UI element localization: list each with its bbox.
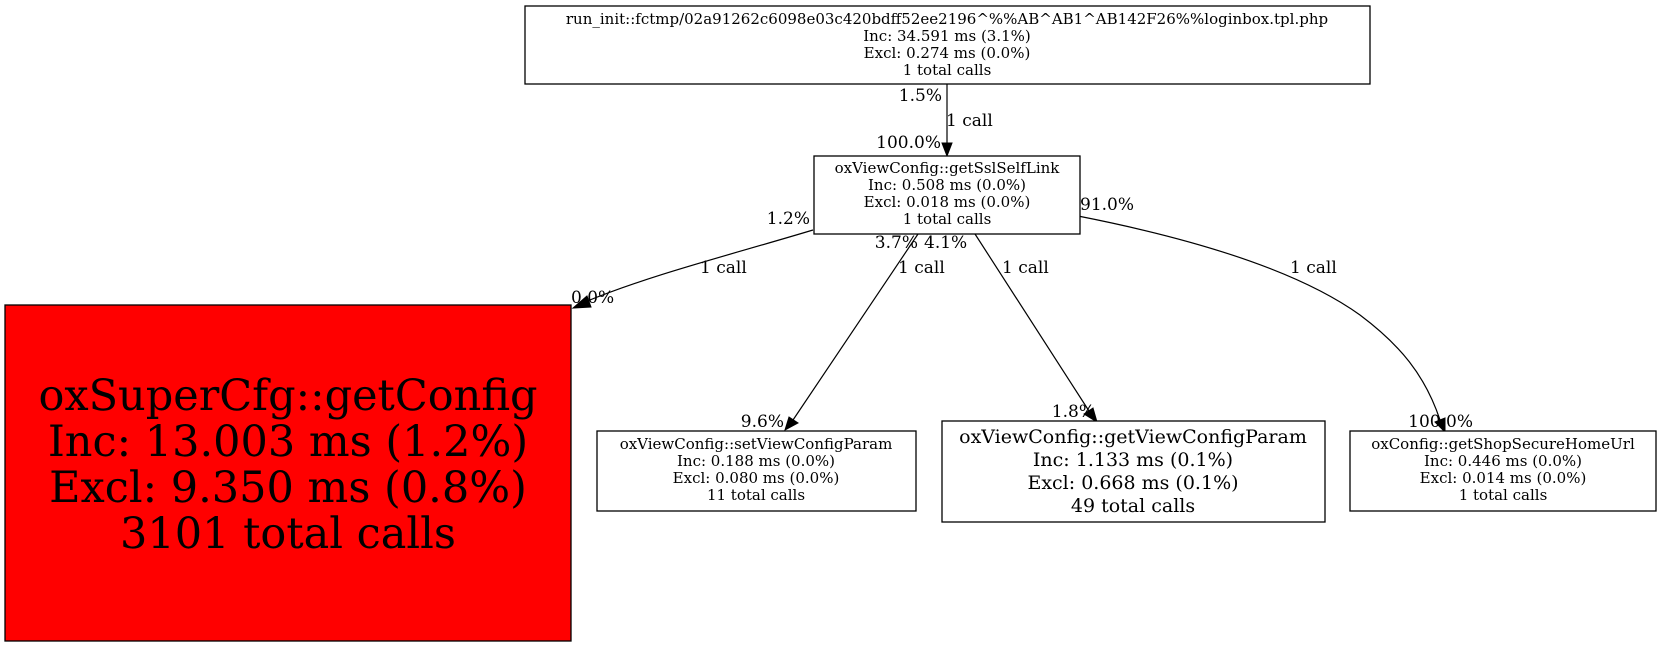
node-calls: 11 total calls [707,486,805,504]
node-title: oxViewConfig::getSslSelfLink [835,159,1061,177]
node-title: oxViewConfig::setViewConfigParam [620,435,893,453]
edge-ssl-self-link-to-shop-secure-home-url: 1 call 91.0% 100.0% [1077,195,1473,434]
node-title: run_init::fctmp/02a91262c6098e03c420bdff… [566,10,1328,28]
node-title: oxSuperCfg::getConfig [38,371,537,421]
node-inc: Inc: 0.446 ms (0.0%) [1424,452,1582,470]
edge-tail-percent: 1.5% [899,86,942,106]
node-excl: Excl: 0.014 ms (0.0%) [1420,469,1587,487]
node-calls: 1 total calls [903,61,992,79]
node-excl: Excl: 0.080 ms (0.0%) [673,469,840,487]
node-excl: Excl: 0.668 ms (0.1%) [1027,472,1238,494]
edge-tail-percent: 91.0% [1080,195,1134,215]
edge-tail-percent: 3.7% [875,233,918,253]
node-inc: Inc: 13.003 ms (1.2%) [48,417,528,467]
node-calls: 49 total calls [1071,495,1195,517]
node-title: oxViewConfig::getViewConfigParam [959,426,1307,448]
node-calls: 3101 total calls [120,509,456,559]
node-box [596,430,917,512]
node-box [813,155,1081,235]
edge-call-label: 1 call [898,258,945,278]
edge-tail-percent: 4.1% [924,233,967,253]
edge-call-label: 1 call [1290,258,1337,278]
node-box [4,304,572,642]
node-excl: Excl: 0.018 ms (0.0%) [864,193,1031,211]
node-run-init[interactable]: run_init::fctmp/02a91262c6098e03c420bdff… [524,5,1371,85]
edge-call-label: 1 call [946,111,993,131]
edge-head-percent: 100.0% [876,133,941,153]
node-get-shop-secure-home-url[interactable]: oxConfig::getShopSecureHomeUrl Inc: 0.44… [1349,430,1657,512]
edge-tail-percent: 1.2% [767,209,810,229]
node-get-view-config-param[interactable]: oxViewConfig::getViewConfigParam Inc: 1.… [941,420,1326,523]
node-inc: Inc: 1.133 ms (0.1%) [1033,449,1233,471]
edge-call-label: 1 call [1002,258,1049,278]
node-excl: Excl: 0.274 ms (0.0%) [864,44,1031,62]
edge-call-label: 1 call [700,258,747,278]
node-title: oxConfig::getShopSecureHomeUrl [1371,435,1635,453]
edge-ssl-self-link-to-get-view-config-param: 1 call 4.1% 1.8% [924,233,1098,424]
node-get-config[interactable]: oxSuperCfg::getConfig Inc: 13.003 ms (1.… [4,304,572,642]
node-inc: Inc: 34.591 ms (3.1%) [863,27,1031,45]
edge-head-percent: 100.0% [1408,412,1473,432]
edge-ssl-self-link-to-set-view-config-param: 1 call 3.7% 9.6% [741,233,945,432]
edge-ssl-self-link-to-get-config: 1 call 1.2% 0.0% [571,209,814,309]
edge-head-percent: 0.0% [571,288,614,308]
node-set-view-config-param[interactable]: oxViewConfig::setViewConfigParam Inc: 0.… [596,430,917,512]
edge-head-percent: 1.8% [1052,402,1095,422]
node-calls: 1 total calls [903,210,992,228]
node-inc: Inc: 0.188 ms (0.0%) [677,452,835,470]
node-inc: Inc: 0.508 ms (0.0%) [868,176,1026,194]
edge-run-init-to-ssl-self-link: 1 call 1.5% 100.0% [876,84,993,158]
node-box [941,420,1326,523]
node-box [524,5,1371,85]
edge-head-percent: 9.6% [741,412,784,432]
node-calls: 1 total calls [1459,486,1548,504]
node-get-ssl-self-link[interactable]: oxViewConfig::getSslSelfLink Inc: 0.508 … [813,155,1081,235]
node-box [1349,430,1657,512]
node-excl: Excl: 9.350 ms (0.8%) [49,463,527,513]
